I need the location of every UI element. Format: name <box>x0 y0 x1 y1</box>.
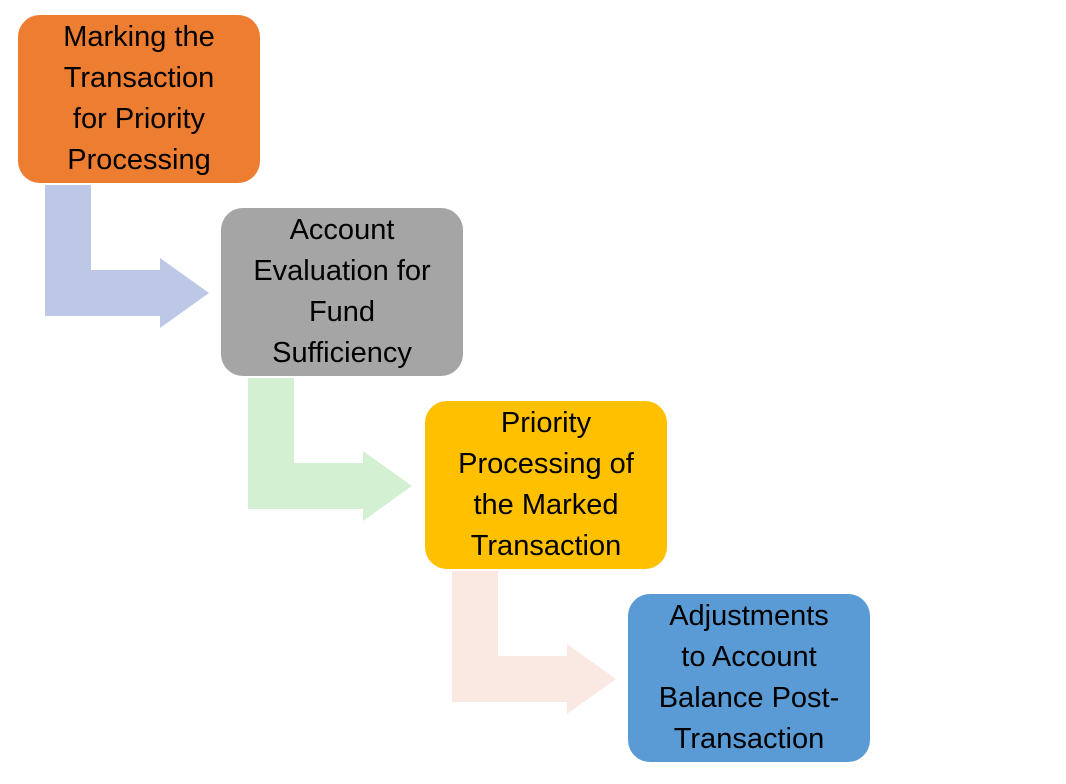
bent-arrow-connector <box>248 378 412 521</box>
bent-arrow-connector <box>45 185 209 328</box>
process-step-priority-processing: Priority Processing of the Marked Transa… <box>425 401 667 569</box>
bent-arrow-connector <box>452 571 616 714</box>
process-step-marking: Marking the Transaction for Priority Pro… <box>18 15 260 183</box>
process-step-evaluation: Account Evaluation for Fund Sufficiency <box>221 208 463 376</box>
process-step-balance-adjustment: Adjustments to Account Balance Post- Tra… <box>628 594 870 762</box>
